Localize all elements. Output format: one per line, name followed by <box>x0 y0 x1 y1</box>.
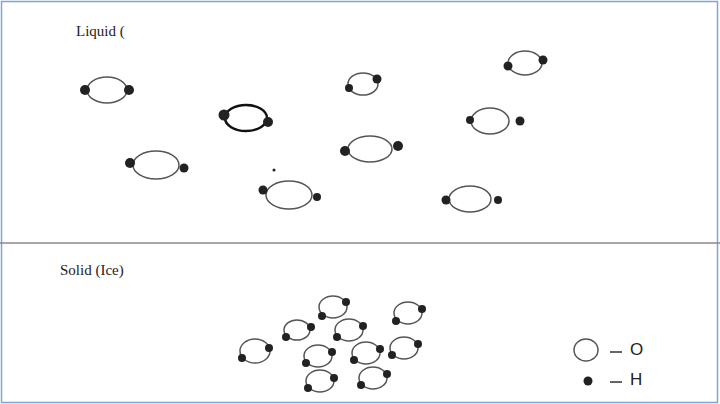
liquid-hydrogen-atoms <box>80 56 548 205</box>
legend-dash <box>610 351 622 353</box>
liquid-oxygen-atoms <box>87 51 542 212</box>
state-label: Solid (Ice) <box>60 262 124 279</box>
ice-oxygen-atoms <box>240 296 422 392</box>
legend-text: O <box>630 341 643 360</box>
separator-line <box>0 242 720 244</box>
state-label: Liquid ( <box>76 23 125 40</box>
legend-oxygen-sample <box>574 339 598 361</box>
legend-text: H <box>630 371 642 390</box>
legend-dash <box>610 381 622 383</box>
ice-hydrogen-atoms <box>238 298 426 392</box>
legend-hydrogen-sample <box>584 377 593 386</box>
